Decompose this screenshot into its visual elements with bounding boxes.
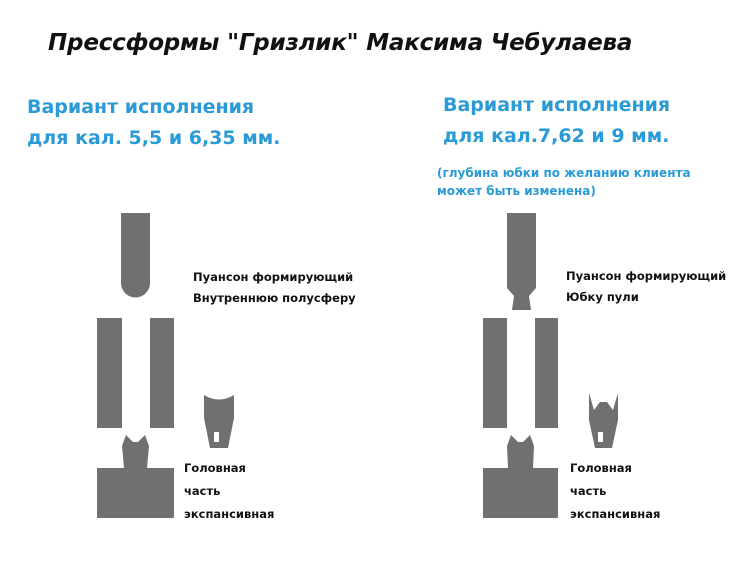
right-punch [507, 213, 536, 310]
variant-left-heading-line1: Вариант исполнения [27, 96, 255, 118]
right-die-body [483, 318, 558, 428]
variant-right-note: (глубина юбки по желанию клиента может б… [437, 164, 691, 200]
variant-right-heading-line2: для кал.7,62 и 9 мм. [443, 125, 670, 147]
left-die-body [97, 318, 174, 428]
left-punch-label: Пуансон формирующий Внутреннюю полусферу [193, 267, 356, 309]
variant-left-heading: Вариант исполнения для кал. 5,5 и 6,35 м… [27, 92, 281, 154]
left-base [97, 435, 174, 518]
variant-right-note-line2: может быть изменена) [437, 184, 596, 198]
left-head-label-line1: Головная [184, 461, 246, 475]
left-punch [121, 213, 150, 298]
right-punch-label: Пуансон формирующий Юбку пули [566, 266, 726, 308]
right-expansive-insert [589, 393, 618, 448]
right-punch-label-line2: Юбку пули [566, 290, 639, 304]
variant-right-heading-line1: Вариант исполнения [443, 94, 671, 116]
right-head-label: Головная часть экспансивная [570, 457, 660, 526]
left-insert-slot [214, 432, 219, 442]
left-head-label-line3: экспансивная [184, 507, 275, 521]
right-head-label-line3: экспансивная [570, 507, 661, 521]
left-head-label: Головная часть экспансивная [184, 457, 274, 526]
right-variant-die-set [483, 213, 618, 518]
right-head-label-line1: Головная [570, 461, 632, 475]
variant-right-heading: Вариант исполнения для кал.7,62 и 9 мм. [443, 90, 670, 152]
page-title: Прессформы "Гризлик" Максима Чебулаева [48, 30, 633, 56]
right-base [483, 435, 558, 518]
left-expansive-insert [204, 395, 234, 448]
left-punch-label-line1: Пуансон формирующий [193, 270, 354, 284]
right-punch-label-line1: Пуансон формирующий [566, 269, 727, 283]
left-head-label-line2: часть [184, 484, 221, 498]
right-insert-slot [598, 432, 603, 442]
left-punch-label-line2: Внутреннюю полусферу [193, 291, 356, 305]
right-head-label-line2: часть [570, 484, 607, 498]
variant-left-heading-line2: для кал. 5,5 и 6,35 мм. [27, 127, 281, 149]
left-variant-die-set [97, 213, 234, 518]
variant-right-note-line1: (глубина юбки по желанию клиента [437, 166, 691, 180]
